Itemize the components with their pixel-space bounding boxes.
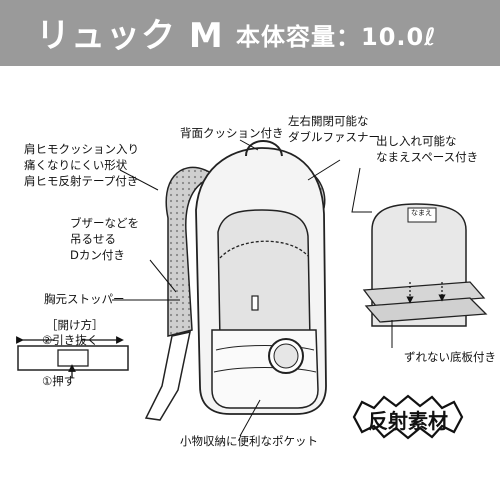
chest-stopper-label: 胸元ストッパー xyxy=(44,292,125,306)
reflective-tape-label: 肩ヒモ反射テープ付き xyxy=(24,174,139,188)
top-handle xyxy=(245,140,283,157)
header-bar: リュック M 本体容量：10.0ℓ xyxy=(0,0,500,66)
bottom-board-label: ずれない底板付き xyxy=(404,350,496,364)
shoulder-cushion-label: 肩ヒモクッション入り xyxy=(24,142,139,156)
capacity-label: 本体容量：10.0ℓ xyxy=(236,23,437,51)
badge-text: 反射素材 xyxy=(368,409,448,433)
front-pocket xyxy=(211,329,319,409)
bottom-board-diagram xyxy=(362,203,488,327)
how-to-open-label: ［開け方］ xyxy=(46,318,104,332)
lower-strap xyxy=(144,331,191,421)
push-step-label: ①押す xyxy=(42,374,76,388)
reflective-material-badge: 反射素材 xyxy=(350,394,466,440)
name-space-label-2: なまえスペース付き xyxy=(376,150,479,164)
name-space-label-1: 出し入れ可能な xyxy=(376,134,457,148)
buzzer-label-1: ブザーなどを xyxy=(70,216,139,230)
painless-shape-label: 痛くなりにくい形状 xyxy=(24,158,128,172)
back-cushion-label: 背面クッション付き xyxy=(180,126,284,140)
buzzer-label-2: 吊るせる xyxy=(70,232,116,246)
front-panel xyxy=(217,209,311,341)
pocket-label: 小物収納に便利なポケット xyxy=(180,434,318,448)
double-zipper-label-2: ダブルファスナー xyxy=(288,130,380,144)
double-zipper-label-1: 左右開閉可能な xyxy=(288,114,369,128)
pull-step-label: ②引き抜く xyxy=(42,333,99,347)
name-tag-label: なまえ xyxy=(411,209,432,217)
product-title: リュック M xyxy=(36,16,224,56)
buzzer-label-3: Dカン付き xyxy=(70,248,125,262)
